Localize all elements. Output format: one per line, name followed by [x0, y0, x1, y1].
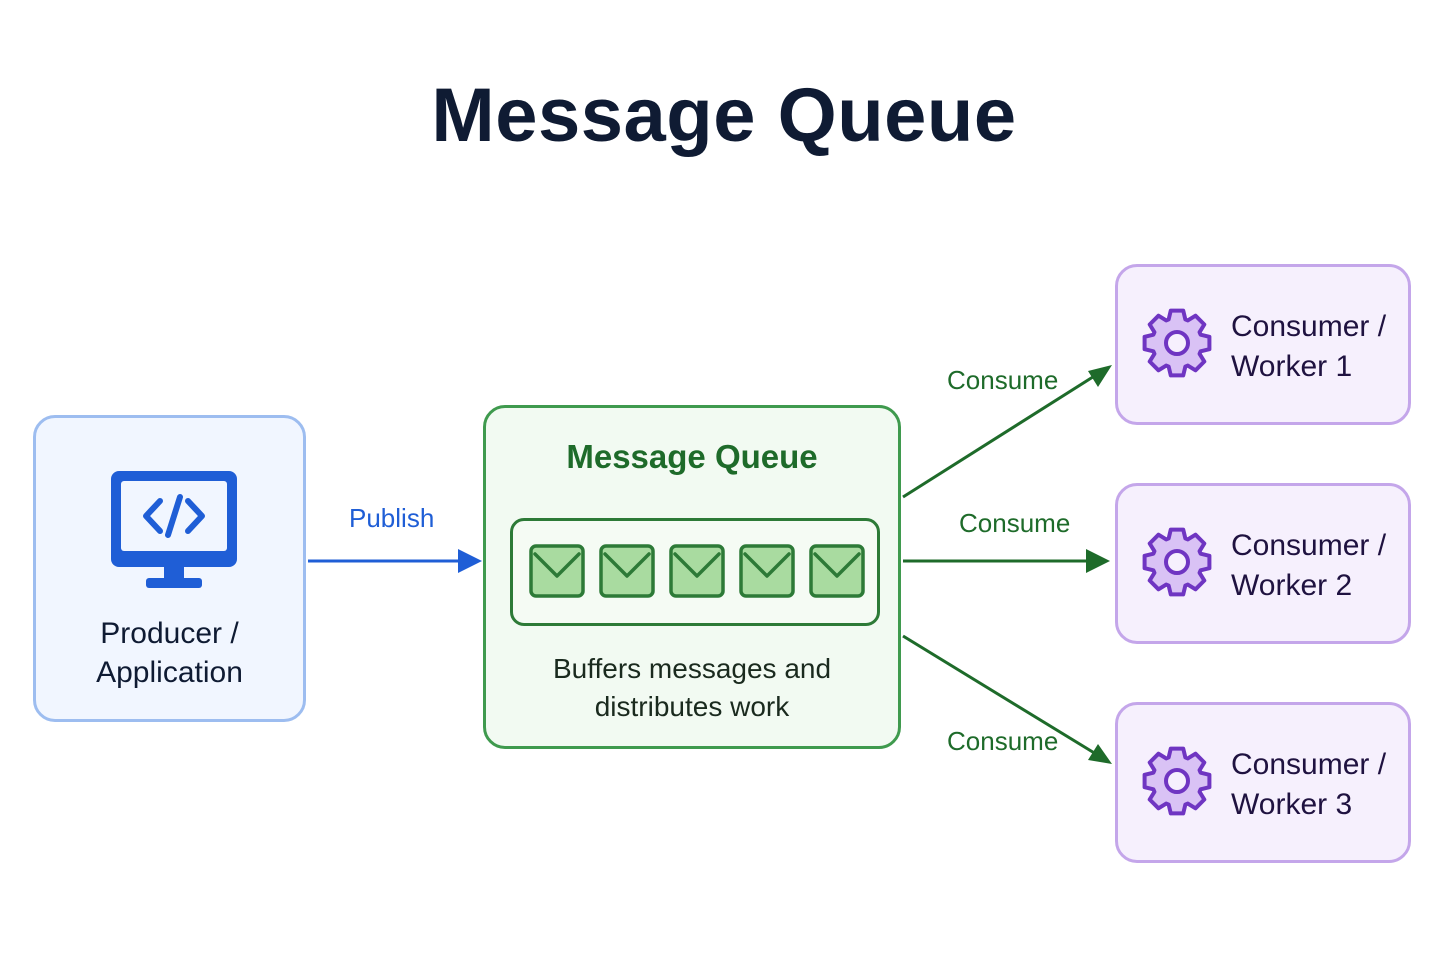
consumer-node-3[interactable]: Consumer / Worker 3: [1115, 702, 1411, 863]
envelope-icon: [809, 544, 865, 598]
gear-icon: [1142, 527, 1212, 597]
consume-label-2: Consume: [959, 508, 1071, 538]
consumer-label-line2: Worker 1: [1231, 350, 1353, 383]
queue-desc-line1: Buffers messages and: [552, 653, 832, 684]
queue-description: Buffers messages and distributes work: [486, 650, 898, 726]
envelope-icon: [529, 544, 585, 598]
gear-icon: [1142, 746, 1212, 816]
producer-label-line2: Application: [96, 656, 243, 689]
consumer-label-line1: Consumer /: [1231, 310, 1387, 343]
consume-label-1: Consume: [947, 365, 1059, 395]
consume-arrow-1: [902, 373, 1097, 499]
consumer-label: Consumer / Worker 3: [1231, 745, 1386, 825]
consume-label-3: Consume: [947, 726, 1059, 756]
consumer-label: Consumer / Worker 1: [1231, 307, 1386, 387]
producer-label-line1: Producer /: [100, 617, 239, 650]
gear-icon: [1142, 308, 1212, 378]
producer-label: Producer / Application: [36, 614, 303, 692]
consumer-node-2[interactable]: Consumer / Worker 2: [1115, 483, 1411, 644]
envelope-icon: [599, 544, 655, 598]
diagram-title: Message Queue: [431, 73, 1017, 158]
consumer-label-line2: Worker 3: [1231, 788, 1353, 821]
queue-desc-line2: distributes work: [594, 691, 790, 722]
consumer-label-line1: Consumer /: [1231, 529, 1387, 562]
message-queue-node[interactable]: Message Queue Buffers messages and distr…: [483, 405, 901, 749]
consumer-node-1[interactable]: Consumer / Worker 1: [1115, 264, 1411, 425]
message-buffer: [510, 518, 880, 626]
queue-title: Message Queue: [566, 438, 818, 475]
envelope-icon: [669, 544, 725, 598]
consume-arrow-3: [902, 634, 1097, 756]
consumer-label-line2: Worker 2: [1231, 569, 1353, 602]
publish-label: Publish: [349, 503, 435, 533]
producer-node[interactable]: Producer / Application: [33, 415, 306, 722]
code-monitor-icon: [111, 471, 237, 588]
envelope-icon: [739, 544, 795, 598]
consumer-label: Consumer / Worker 2: [1231, 526, 1386, 606]
consumer-label-line1: Consumer /: [1231, 748, 1387, 781]
